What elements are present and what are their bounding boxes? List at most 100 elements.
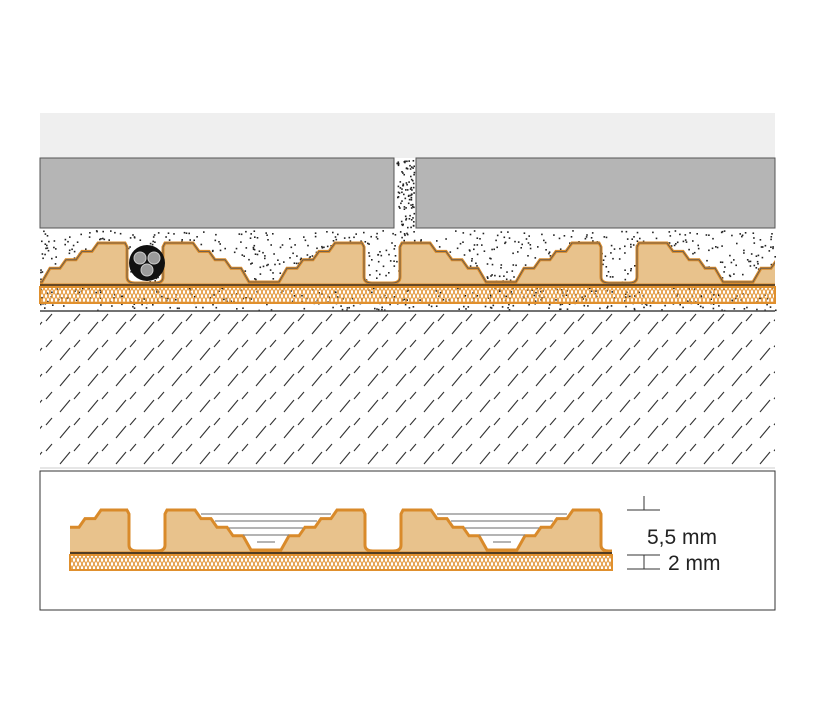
speckle bbox=[750, 253, 753, 255]
speckle bbox=[484, 305, 487, 308]
speckle bbox=[401, 236, 403, 239]
speckle bbox=[476, 244, 479, 246]
speckle bbox=[294, 244, 296, 246]
speckle bbox=[259, 266, 262, 269]
speckle bbox=[244, 270, 247, 272]
speckle bbox=[684, 234, 687, 236]
speckle bbox=[408, 194, 410, 197]
speckle bbox=[630, 269, 632, 272]
speckle bbox=[102, 237, 104, 240]
speckle bbox=[544, 241, 547, 244]
speckle bbox=[46, 235, 49, 237]
speckle bbox=[561, 303, 564, 305]
speckle bbox=[340, 305, 342, 307]
speckle bbox=[110, 230, 112, 232]
speckle bbox=[420, 239, 422, 241]
speckle bbox=[673, 244, 676, 247]
speckle bbox=[267, 239, 269, 241]
speckle bbox=[403, 239, 405, 242]
speckle bbox=[316, 247, 318, 250]
speckle bbox=[188, 232, 190, 235]
speckle bbox=[412, 224, 415, 227]
speckle bbox=[508, 309, 511, 311]
speckle bbox=[262, 265, 265, 268]
speckle bbox=[759, 239, 762, 241]
speckle bbox=[214, 239, 217, 242]
speckle bbox=[501, 306, 504, 308]
speckle bbox=[235, 247, 238, 250]
speckle bbox=[236, 308, 238, 310]
speckle bbox=[473, 244, 476, 246]
speckle bbox=[266, 303, 268, 306]
speckle bbox=[337, 233, 339, 236]
speckle bbox=[534, 257, 537, 259]
speckle bbox=[394, 234, 397, 236]
speckle bbox=[413, 171, 416, 174]
speckle bbox=[772, 247, 774, 250]
speckle bbox=[585, 236, 588, 238]
speckle bbox=[599, 307, 601, 310]
speckle bbox=[584, 237, 587, 240]
speckle bbox=[438, 246, 441, 248]
speckle bbox=[572, 230, 574, 232]
speckle bbox=[404, 161, 406, 164]
speckle bbox=[632, 244, 635, 246]
speckle bbox=[592, 240, 594, 242]
speckle bbox=[489, 257, 491, 260]
speckle bbox=[412, 217, 414, 219]
speckle bbox=[196, 236, 198, 238]
speckle bbox=[157, 276, 159, 279]
speckle bbox=[326, 245, 329, 248]
speckle bbox=[655, 237, 658, 240]
speckle bbox=[376, 238, 379, 240]
speckle bbox=[749, 260, 752, 263]
speckle bbox=[393, 260, 395, 262]
speckle bbox=[152, 236, 155, 238]
speckle bbox=[274, 263, 276, 266]
speckle bbox=[401, 188, 403, 190]
speckle bbox=[504, 241, 507, 244]
speckle bbox=[741, 234, 744, 237]
speckle bbox=[399, 207, 401, 209]
speckle bbox=[496, 246, 498, 249]
speckle bbox=[625, 305, 627, 308]
speckle bbox=[748, 260, 750, 263]
speckle bbox=[770, 263, 773, 266]
speckle bbox=[64, 243, 66, 246]
speckle bbox=[407, 202, 410, 205]
speckle bbox=[368, 252, 370, 254]
speckle bbox=[570, 236, 573, 238]
speckle bbox=[479, 238, 481, 240]
speckle bbox=[505, 278, 508, 281]
speckle bbox=[679, 303, 681, 306]
speckle bbox=[463, 254, 466, 256]
speckle bbox=[406, 160, 408, 163]
speckle bbox=[684, 239, 687, 241]
speckle bbox=[412, 205, 414, 208]
speckle bbox=[676, 241, 679, 244]
speckle bbox=[363, 231, 365, 234]
speckle bbox=[279, 272, 282, 274]
speckle bbox=[774, 256, 776, 258]
speckle bbox=[612, 257, 614, 260]
speckle bbox=[139, 239, 142, 241]
speckle bbox=[326, 231, 328, 233]
speckle bbox=[409, 214, 411, 217]
speckle bbox=[132, 305, 134, 308]
speckle bbox=[463, 305, 465, 308]
dimension-label-mat: 5,5 mm bbox=[647, 526, 718, 549]
conductor bbox=[133, 251, 147, 265]
speckle bbox=[558, 237, 561, 240]
speckle bbox=[272, 278, 275, 280]
speckle bbox=[606, 307, 608, 309]
speckle bbox=[674, 230, 677, 232]
speckle bbox=[559, 308, 562, 310]
speckle bbox=[215, 233, 217, 236]
speckle bbox=[529, 247, 532, 250]
speckle bbox=[368, 264, 370, 267]
speckle bbox=[401, 200, 403, 202]
speckle bbox=[185, 232, 188, 234]
speckle bbox=[537, 246, 539, 248]
speckle bbox=[500, 267, 502, 269]
speckle bbox=[377, 254, 379, 256]
